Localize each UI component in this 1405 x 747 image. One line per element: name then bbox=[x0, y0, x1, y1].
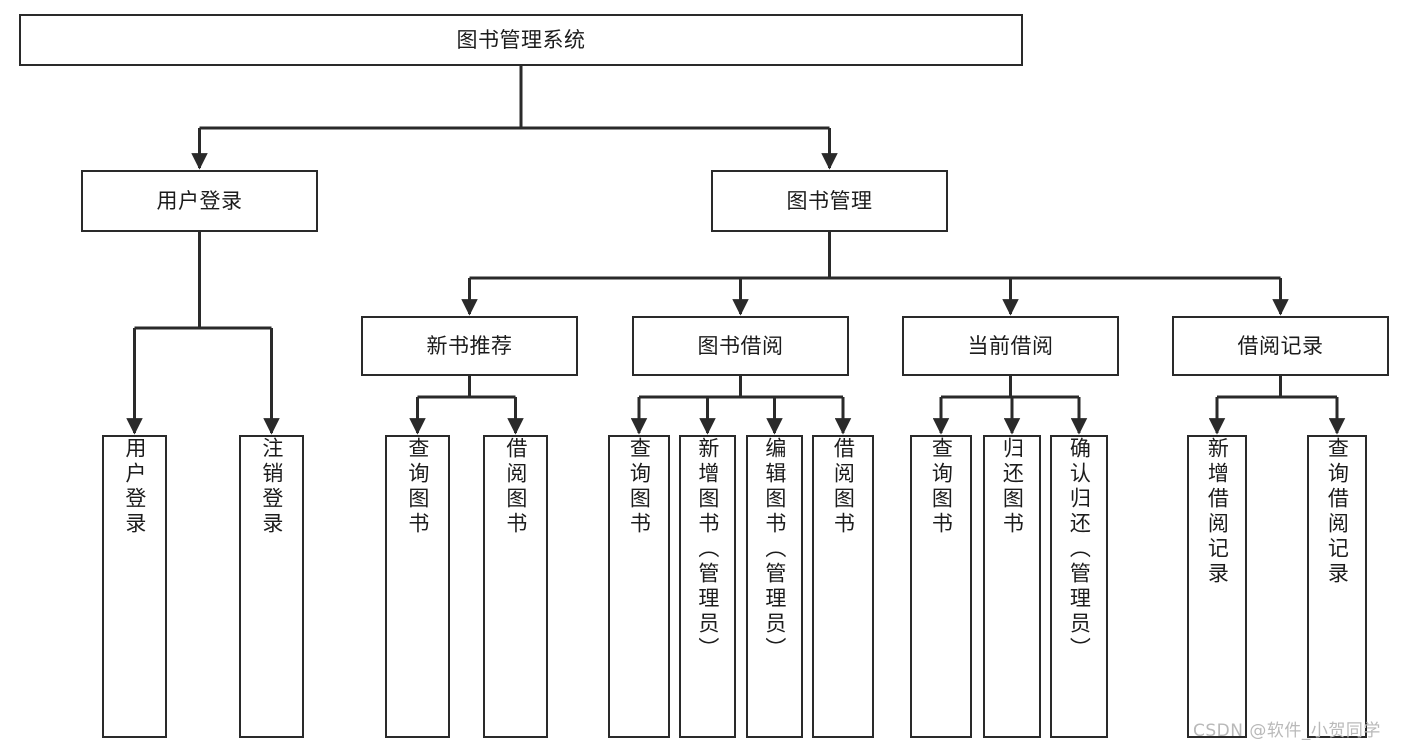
node-label: 查询图书 bbox=[929, 437, 954, 537]
node-label: 新书推荐 bbox=[426, 333, 513, 358]
node-label: 归还图书 bbox=[1000, 437, 1025, 537]
node-label: 新增借阅记录 bbox=[1205, 437, 1230, 587]
node-leaf-borrow-book[interactable]: 借阅图书 bbox=[812, 435, 874, 738]
node-label: 借阅图书 bbox=[831, 437, 856, 537]
node-leaf-query-borrow-record[interactable]: 查询借阅记录 bbox=[1307, 435, 1367, 738]
watermark: CSDN @软件_小贺同学 bbox=[1193, 721, 1381, 741]
node-leaf-return-book[interactable]: 归还图书 bbox=[983, 435, 1041, 738]
node-label: 新增图书（管理员） bbox=[695, 437, 720, 662]
node-leaf-user-logout[interactable]: 注销登录 bbox=[239, 435, 304, 738]
node-leaf-query-book-current[interactable]: 查询图书 bbox=[910, 435, 972, 738]
node-label: 图书管理 bbox=[786, 188, 873, 213]
node-label: 编辑图书（管理员） bbox=[762, 437, 787, 662]
node-label: 确认归还（管理员） bbox=[1067, 437, 1092, 662]
node-leaf-borrow-book-recommend[interactable]: 借阅图书 bbox=[483, 435, 548, 738]
node-label: 当前借阅 bbox=[967, 333, 1054, 358]
node-root[interactable]: 图书管理系统 bbox=[19, 14, 1023, 66]
node-leaf-user-login[interactable]: 用户登录 bbox=[102, 435, 167, 738]
node-leaf-confirm-return-admin[interactable]: 确认归还（管理员） bbox=[1050, 435, 1108, 738]
node-borrow-record[interactable]: 借阅记录 bbox=[1172, 316, 1389, 376]
node-user-login[interactable]: 用户登录 bbox=[81, 170, 318, 232]
node-label: 借阅记录 bbox=[1237, 333, 1324, 358]
node-label: 查询图书 bbox=[627, 437, 652, 537]
node-leaf-add-book-admin[interactable]: 新增图书（管理员） bbox=[679, 435, 736, 738]
node-label: 图书管理系统 bbox=[456, 27, 586, 52]
node-leaf-add-borrow-record[interactable]: 新增借阅记录 bbox=[1187, 435, 1247, 738]
node-label: 查询借阅记录 bbox=[1325, 437, 1350, 587]
node-label: 用户登录 bbox=[122, 437, 147, 537]
node-label: 查询图书 bbox=[405, 437, 430, 537]
node-new-book-recommendation[interactable]: 新书推荐 bbox=[361, 316, 578, 376]
node-current-borrow[interactable]: 当前借阅 bbox=[902, 316, 1119, 376]
node-label: 注销登录 bbox=[259, 437, 284, 537]
node-leaf-edit-book-admin[interactable]: 编辑图书（管理员） bbox=[746, 435, 803, 738]
node-leaf-query-book-recommend[interactable]: 查询图书 bbox=[385, 435, 450, 738]
node-leaf-query-book-borrow[interactable]: 查询图书 bbox=[608, 435, 670, 738]
node-label: 图书借阅 bbox=[697, 333, 784, 358]
node-book-borrow[interactable]: 图书借阅 bbox=[632, 316, 849, 376]
node-book-management[interactable]: 图书管理 bbox=[711, 170, 948, 232]
node-label: 借阅图书 bbox=[503, 437, 528, 537]
node-label: 用户登录 bbox=[156, 188, 243, 213]
